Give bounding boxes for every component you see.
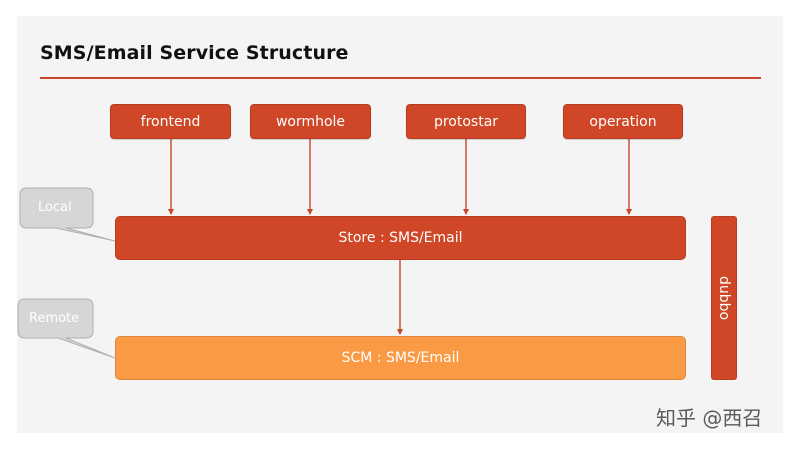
- client-node-label: operation: [589, 113, 657, 130]
- client-node-protostar: protostar: [406, 104, 526, 139]
- client-node-label: wormhole: [275, 113, 346, 130]
- client-node-frontend: frontend: [110, 104, 231, 139]
- dubbo-node-label: dubbo: [716, 275, 733, 321]
- client-node-operation: operation: [563, 104, 683, 139]
- callout-remote-label: Remote: [29, 311, 80, 326]
- dubbo-node: dubbo: [711, 216, 737, 380]
- store-node: Store : SMS/Email: [115, 216, 686, 260]
- client-node-label: frontend: [140, 113, 201, 130]
- callout-local-label: Local: [38, 200, 72, 215]
- title-underline: [40, 77, 761, 79]
- store-node-label: Store : SMS/Email: [338, 230, 463, 246]
- watermark: 知乎 @西召: [656, 406, 763, 430]
- diagram-title: SMS/Email Service Structure: [40, 42, 349, 64]
- scm-node-label: SCM : SMS/Email: [341, 350, 460, 366]
- scm-node: SCM : SMS/Email: [115, 336, 686, 380]
- client-node-label: protostar: [433, 113, 499, 130]
- client-node-wormhole: wormhole: [250, 104, 371, 139]
